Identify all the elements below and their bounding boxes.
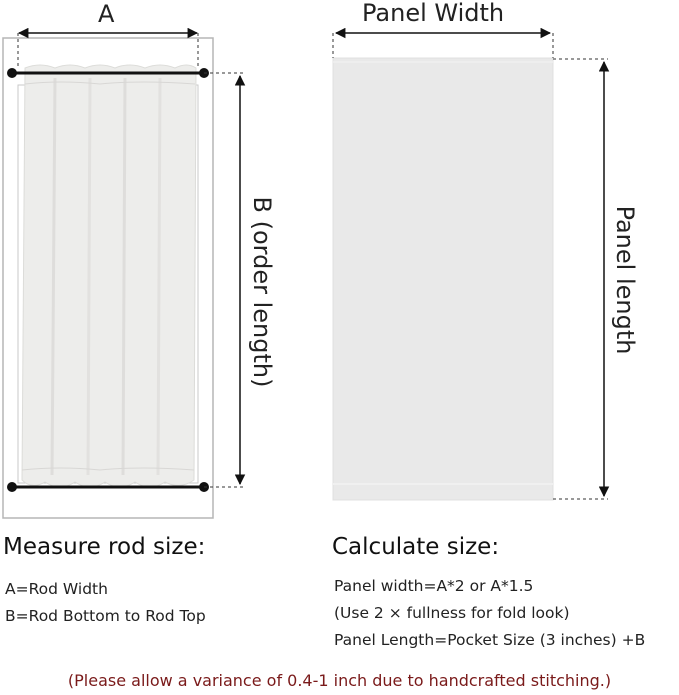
top-rod — [7, 68, 209, 78]
label-a: A — [98, 0, 115, 28]
curtain-panel — [21, 64, 197, 488]
calculate-line-length: Panel Length=Pocket Size (3 inches) +B — [334, 631, 646, 649]
measure-line-b: B=Rod Bottom to Rod Top — [5, 607, 206, 625]
measure-heading: Measure rod size: — [3, 534, 206, 560]
measure-line-a: A=Rod Width — [5, 580, 108, 598]
calculate-line-fullness: (Use 2 × fullness for fold look) — [334, 604, 570, 622]
calculate-line-width: Panel width=A*2 or A*1.5 — [334, 577, 534, 595]
label-panel-width: Panel Width — [362, 0, 505, 27]
curtain-diagram — [2, 27, 610, 519]
calculate-heading: Calculate size: — [332, 534, 500, 560]
variance-note: (Please allow a variance of 0.4-1 inch d… — [67, 671, 612, 690]
flat-panel — [332, 57, 554, 501]
label-panel-length: Panel length — [611, 205, 639, 355]
label-b-order-length: B (order length) — [248, 196, 276, 388]
